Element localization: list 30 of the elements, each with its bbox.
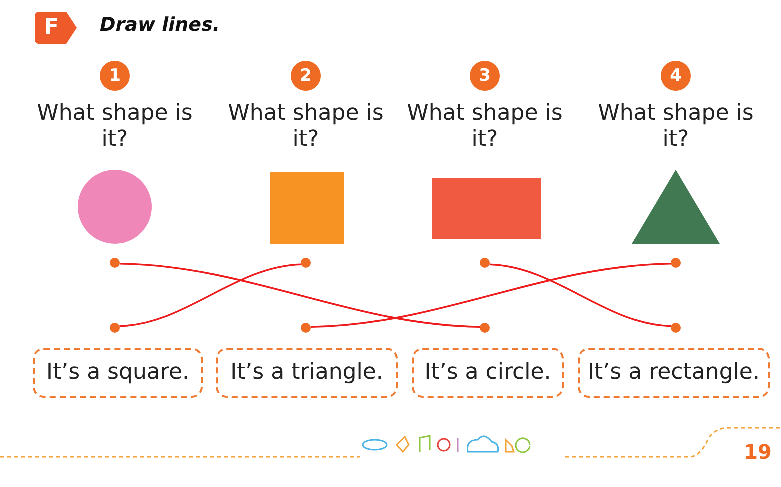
connection-dot <box>480 323 490 333</box>
square-shape <box>270 172 344 244</box>
page-number: 19 <box>743 440 773 464</box>
answer-option-box: It’s a triangle. <box>216 348 398 398</box>
instruction-heading: Draw lines. <box>100 14 220 36</box>
question-text: What shape is it? <box>227 101 385 153</box>
connection-dot <box>301 258 311 268</box>
drawn-line <box>120 262 480 328</box>
number-badge: 2 <box>291 61 321 91</box>
question-text: What shape is it? <box>406 101 564 153</box>
connection-dot <box>671 323 681 333</box>
triangle-shape <box>632 170 720 244</box>
drawn-line <box>310 262 672 328</box>
connection-dot <box>110 258 120 268</box>
square-shape <box>432 178 541 239</box>
drawn-line <box>490 264 672 328</box>
answer-option-box: It’s a circle. <box>412 348 564 398</box>
question-text: What shape is it? <box>597 101 755 153</box>
question-text: What shape is it? <box>36 101 194 153</box>
connection-dot <box>671 258 681 268</box>
connection-dot <box>110 323 120 333</box>
number-badge: 4 <box>661 61 691 91</box>
answer-option-box: It’s a rectangle. <box>578 348 770 398</box>
connection-dot <box>480 258 490 268</box>
number-badge: 3 <box>470 61 500 91</box>
answer-option-box: It’s a square. <box>33 348 203 398</box>
section-badge: F <box>35 12 77 44</box>
connection-dot <box>301 323 311 333</box>
drawn-line <box>120 264 302 328</box>
number-badge: 1 <box>100 61 130 91</box>
